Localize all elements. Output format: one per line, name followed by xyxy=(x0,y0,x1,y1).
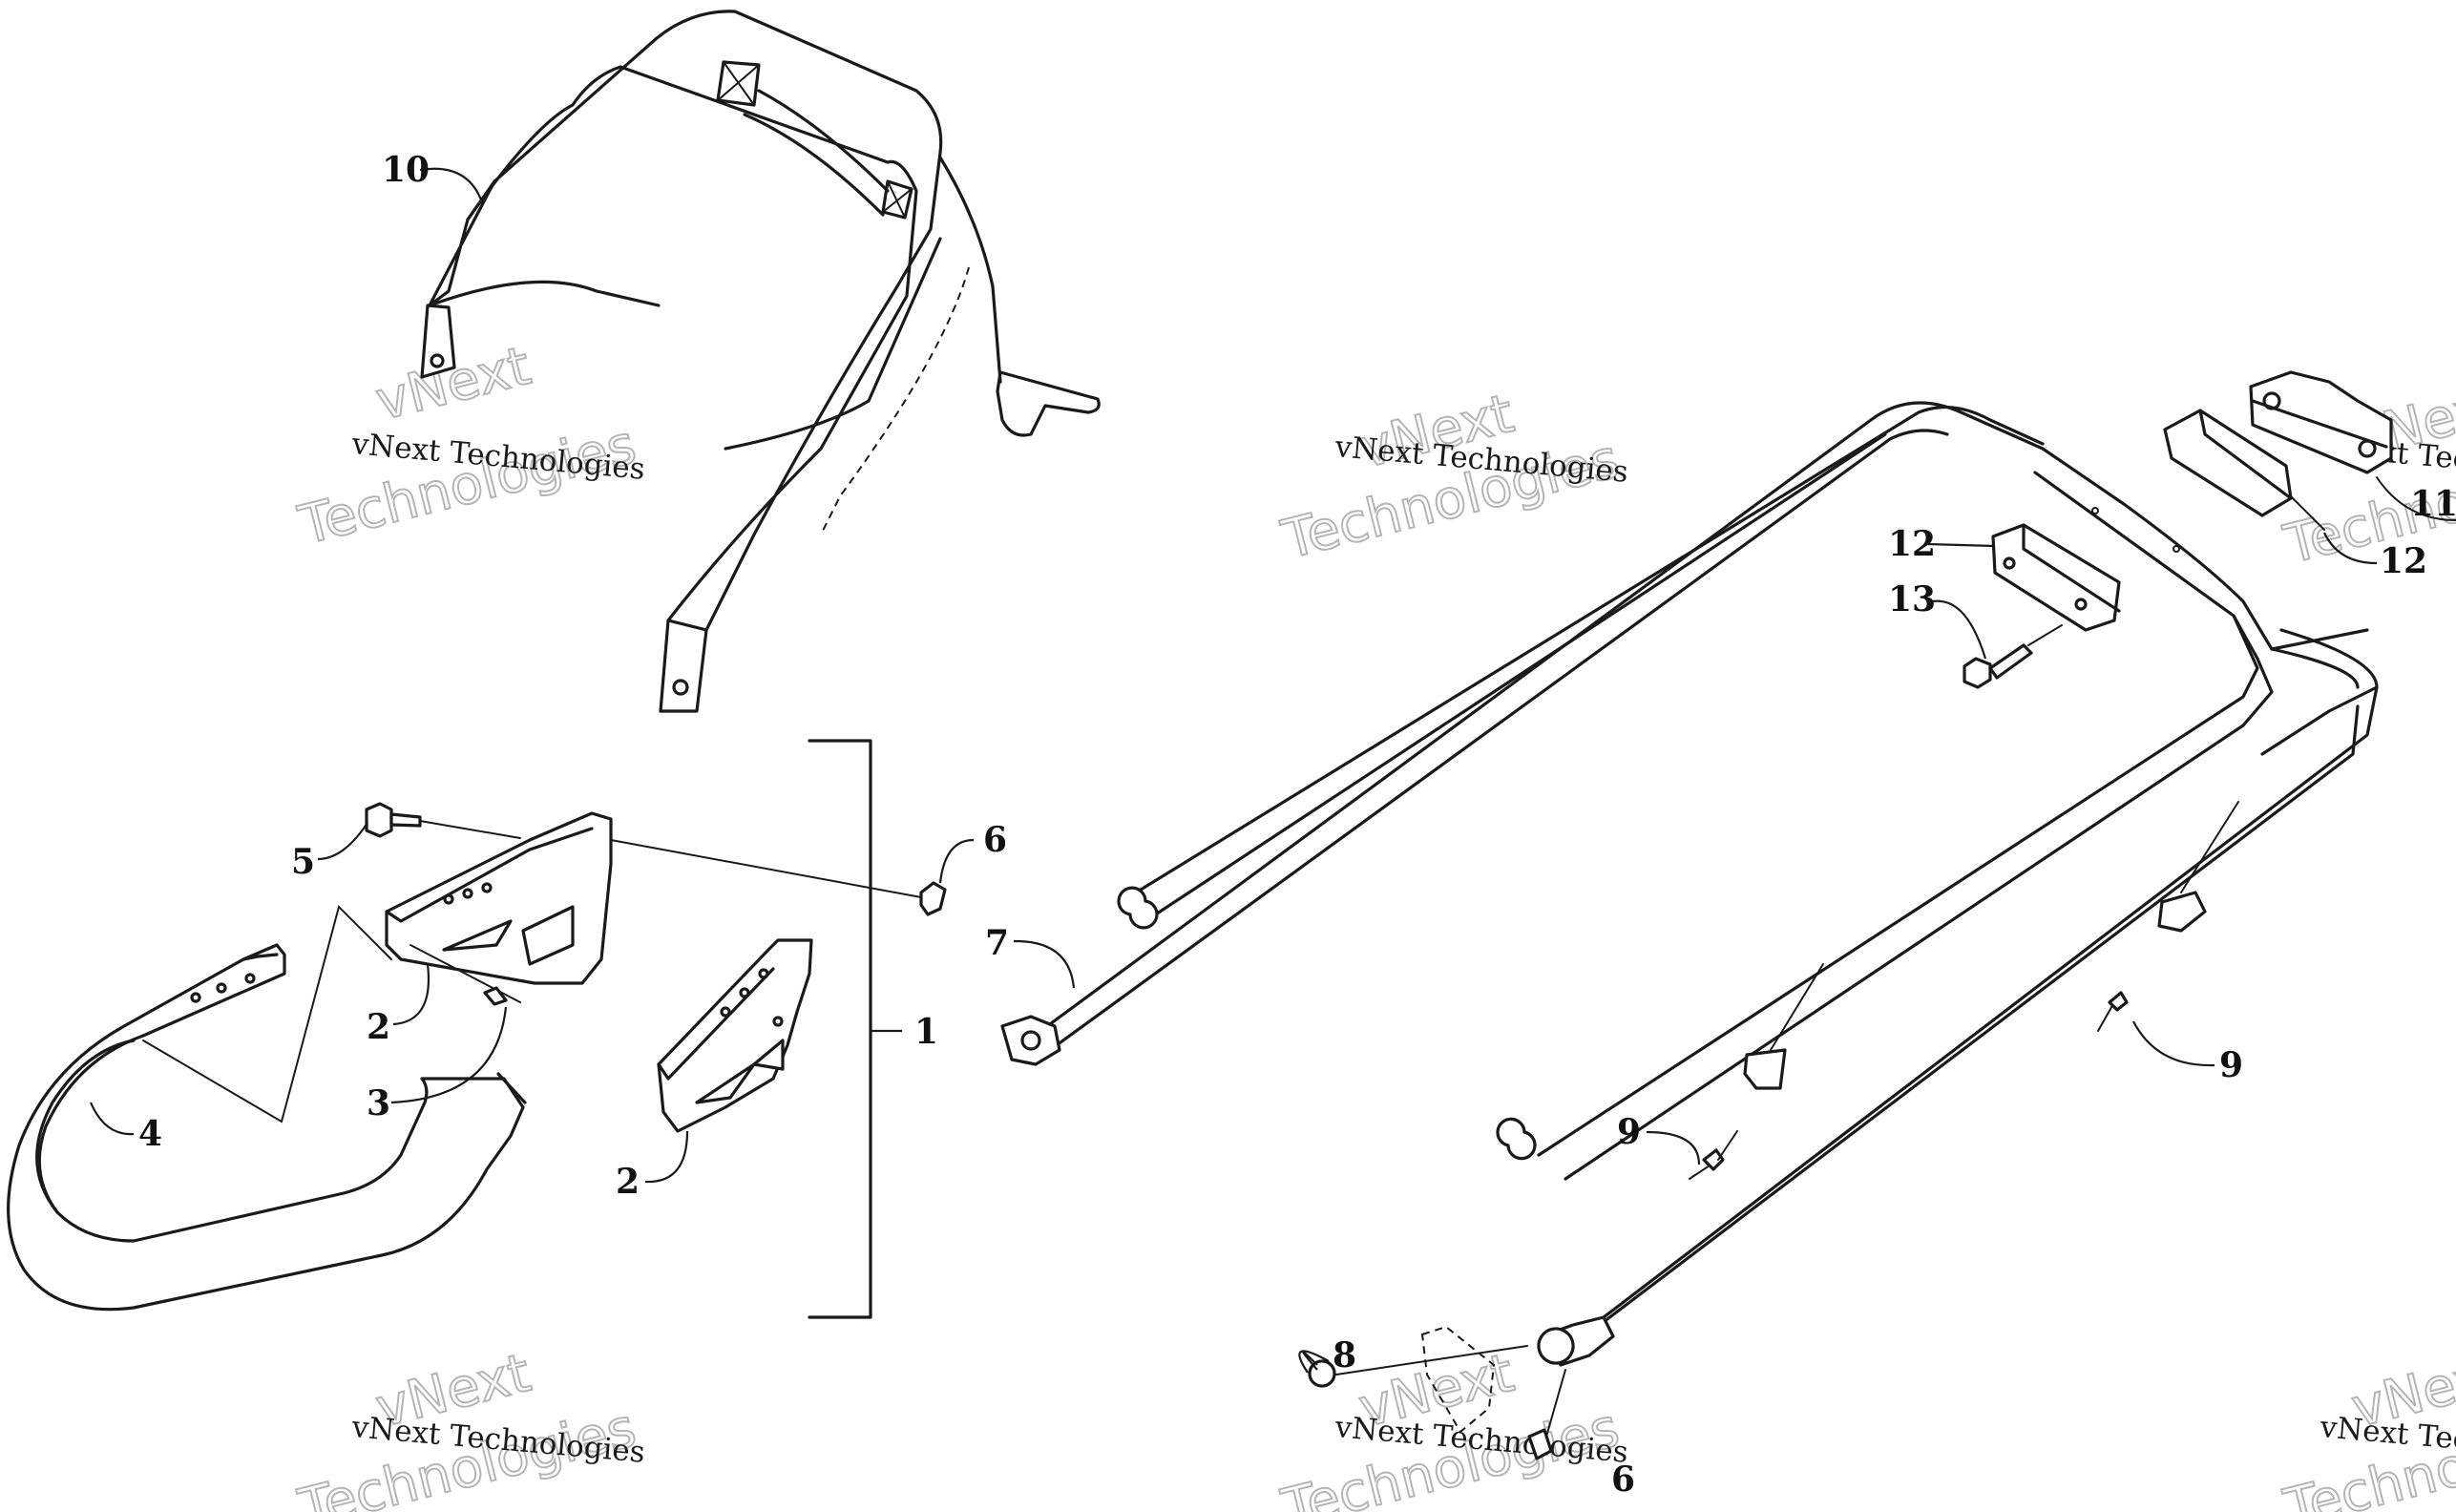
callout-label-6b: 6 xyxy=(1611,1460,1635,1500)
callout-6-upper: 6 xyxy=(938,820,1007,884)
part-6-clip-lower xyxy=(1527,1369,1566,1460)
callout-label-12b: 12 xyxy=(1888,524,1936,564)
callout-12-lower: 12 xyxy=(1888,524,1996,564)
callout-2-upper: 2 xyxy=(367,963,430,1047)
part-12-spacer-lower xyxy=(1991,523,2121,632)
callout-label-10: 10 xyxy=(382,150,430,190)
callout-label-1: 1 xyxy=(914,1012,938,1052)
callout-10: 10 xyxy=(382,150,484,203)
callout-label-9a: 9 xyxy=(1617,1112,1641,1152)
watermark-top-left: vNext Technologies vNext Technologies xyxy=(292,334,647,558)
callout-9-lower: 9 xyxy=(1617,1112,1701,1166)
callout-label-7: 7 xyxy=(985,923,1009,963)
callout-5: 5 xyxy=(291,822,368,882)
watermark-outline-line2: Technologies xyxy=(293,413,642,556)
part-13-bolt xyxy=(1963,624,2063,689)
callout-13: 13 xyxy=(1888,579,1987,660)
part-6-clip-upper xyxy=(919,881,947,916)
callout-label-3: 3 xyxy=(367,1083,390,1124)
callout-7: 7 xyxy=(985,923,1076,989)
callout-2-lower: 2 xyxy=(616,1130,689,1202)
part-12-spacer-upper xyxy=(2163,409,2325,531)
part-3-pin xyxy=(409,944,521,1006)
callout-label-2b: 2 xyxy=(616,1162,640,1202)
callout-label-6a: 6 xyxy=(983,820,1007,860)
part-7-rail-tube xyxy=(1000,401,2379,1367)
part-5-bolt xyxy=(365,802,521,839)
part-4-bumper xyxy=(7,905,527,1312)
part-9-rivet-right xyxy=(2097,801,2239,1032)
bracket-group-1 xyxy=(808,739,902,1319)
callout-9-right: 9 xyxy=(2132,1020,2243,1085)
callout-6-lower: 6 xyxy=(1611,1460,1635,1500)
part-2-bracket-upper xyxy=(385,811,922,985)
callout-11: 11 xyxy=(2410,484,2456,524)
callout-12-upper: 12 xyxy=(2323,532,2427,581)
callout-8: 8 xyxy=(1298,1335,1356,1376)
callout-label-8: 8 xyxy=(1333,1335,1356,1376)
callout-label-13: 13 xyxy=(1888,579,1936,620)
watermark-bottom-right: vNext Technologies vNext Technologies xyxy=(2278,1341,2456,1512)
part-9-rivet-lower xyxy=(1689,963,1824,1180)
part-2-bracket-lower xyxy=(657,938,813,1133)
part-10-windshield-bag xyxy=(420,10,1101,713)
callout-label-9b: 9 xyxy=(2219,1045,2243,1085)
callout-label-11: 11 xyxy=(2410,484,2456,524)
watermark-top-center: vNext Technologies vNext Technologies xyxy=(1275,382,1630,573)
callout-label-2a: 2 xyxy=(367,1007,390,1047)
callout-3: 3 xyxy=(367,1006,508,1124)
part-11-hinge xyxy=(2249,370,2456,521)
callout-1: 1 xyxy=(914,1012,938,1052)
callout-label-12a: 12 xyxy=(2380,541,2427,581)
callout-4: 4 xyxy=(89,1102,162,1154)
callout-label-5: 5 xyxy=(291,842,315,882)
callout-label-4: 4 xyxy=(138,1114,162,1154)
watermark-bottom-left: vNext Technologies vNext Technologies xyxy=(292,1341,647,1512)
